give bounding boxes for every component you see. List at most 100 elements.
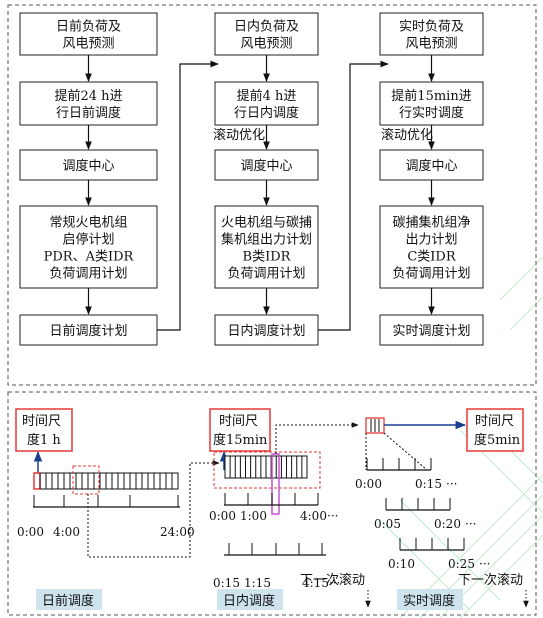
realtime-row3-end: ···: [479, 557, 490, 571]
intraday-row1-tick-b: 1:00: [240, 509, 267, 523]
col3-output-box: [379, 314, 484, 346]
col3-title-box: [379, 12, 484, 56]
realtime-label: 实时调度: [403, 593, 455, 609]
realtime-row2-tick-a: 0:05: [374, 517, 401, 531]
col2-title-text: 风电预测: [240, 37, 292, 52]
realtime-timeline: 时间尺 度5min 0:00 0:15 ··· 0:05 0:20 ··· 0:…: [355, 408, 529, 610]
col1-advance-text: 提前24 h进: [54, 88, 122, 104]
realtime-next-roll: 下一次滚动: [458, 572, 523, 588]
col1-center-text: 调度中心: [62, 158, 114, 174]
col2-plan-text: 负荷调用计划: [227, 267, 305, 282]
intraday-label: 日内调度: [223, 593, 275, 609]
col1-title-box: [19, 12, 158, 56]
col3-advance-text: 行实时调度: [399, 105, 464, 121]
col2-plan-text: B类IDR: [243, 250, 292, 265]
intraday-row2-end: ···: [329, 576, 340, 590]
col1-output-box: [19, 314, 158, 346]
col2-advance-box: [214, 81, 319, 126]
col2-title-text: 日内负荷及: [234, 19, 299, 35]
bottom-panel-frame: [7, 391, 537, 616]
day-ahead-tick-24: 24:00: [160, 525, 195, 539]
col3-advance-text: 提前15min进: [391, 88, 471, 104]
day-ahead-scale-line1: 时间尺: [22, 414, 61, 429]
realtime-row3-tick-b: 0:25: [448, 557, 475, 571]
connector-col1-to-col2: [157, 60, 219, 331]
col3-output-text: 实时调度计划: [392, 323, 470, 339]
col2-output-text: 日内调度计划: [227, 323, 305, 339]
realtime-window-zoom-line: [365, 432, 428, 471]
col3-plan-text: C类IDR: [407, 250, 457, 265]
day-ahead-scale-box: [15, 408, 73, 452]
col2-plan-box: [214, 205, 319, 289]
intraday-row2-tick-c: 4:15: [302, 576, 329, 590]
intraday-row2-tick-b: 1:15: [244, 576, 271, 590]
col1-advance-box: [19, 81, 158, 126]
connector-col2-to-col3: [318, 60, 389, 331]
realtime-row1-tick-a: 0:00: [355, 477, 382, 491]
col1-plan-text: 启停计划: [62, 232, 114, 248]
top-panel-frame: [7, 4, 537, 386]
day-ahead-to-intraday-connector: [87, 460, 220, 558]
intraday-highlight-window: [213, 451, 321, 489]
col2-center-box: [214, 149, 319, 181]
col3-title-text: 风电预测: [405, 37, 457, 52]
col3-plan-text: 碳捕集机组净: [392, 215, 470, 231]
col2-advance-text: 行日内调度: [234, 105, 299, 121]
realtime-row2-tick-b: 0:20: [434, 517, 461, 531]
rolling-label-realtime: 滚动优化: [381, 127, 433, 143]
intraday-next-roll: 下一次滚动: [300, 572, 365, 588]
col2-advance-text: 提前4 h进: [237, 88, 297, 104]
col3-plan-text: 负荷调用计划: [392, 267, 470, 282]
col3-center-text: 调度中心: [405, 158, 457, 174]
realtime-scale-box: [466, 408, 524, 452]
intraday-row1-tick-a: 0:00: [209, 509, 236, 523]
intraday-row1-tick-c: 4:00: [300, 509, 327, 523]
intraday-to-realtime-connector: [275, 422, 359, 454]
col1-title-text: 风电预测: [62, 37, 114, 52]
col2-center-text: 调度中心: [240, 158, 292, 174]
day-ahead-scale-line2: 度1 h: [27, 432, 61, 448]
col3-plan-box: [379, 205, 484, 289]
realtime-row2-end: ···: [465, 517, 476, 531]
col3-center-box: [379, 149, 484, 181]
col3-title-text: 实时负荷及: [399, 20, 464, 35]
realtime-scale-line2: 度5min: [474, 432, 521, 448]
col1-output-text: 日前调度计划: [49, 323, 127, 339]
col3-advance-box: [379, 81, 484, 126]
day-ahead-tick-0: 0:00: [17, 525, 44, 539]
col1-plan-text: 常规火电机组: [49, 216, 127, 231]
col2-plan-text: 集机组出力计划: [221, 232, 312, 248]
intraday-scale-box: [209, 408, 271, 452]
intraday-scale-line2: 度15min: [213, 432, 268, 448]
day-ahead-label-bg: [36, 589, 102, 610]
col3-plan-text: 出力计划: [405, 233, 457, 248]
rolling-label-intraday: 滚动优化: [213, 127, 265, 143]
col1-center-box: [19, 149, 158, 181]
intraday-row2-tick-a: 0:15: [213, 576, 240, 590]
realtime-row1-tick-b: 0:15: [415, 477, 442, 491]
day-ahead-tick-4: 4:00: [53, 525, 80, 539]
col1-advance-text: 行日前调度: [56, 105, 121, 121]
realtime-row3-tick-a: 0:10: [388, 557, 415, 571]
intraday-label-bg: [217, 589, 283, 610]
realtime-scale-line1: 时间尺: [475, 414, 514, 429]
col2-plan-text: 火电机组与碳捕: [221, 215, 312, 231]
col2-output-box: [214, 314, 319, 346]
col1-plan-text: 负荷调用计划: [49, 267, 127, 282]
day-ahead-label: 日前调度: [42, 593, 94, 609]
intraday-scale-line1: 时间尺: [219, 414, 258, 429]
day-ahead-timeline: 时间尺 度1 h 0:00 4:00 24:00 日前调度: [15, 408, 220, 610]
col1-plan-text: PDR、A类IDR: [44, 250, 135, 265]
intraday-row1-end: ···: [327, 509, 338, 523]
realtime-row1-end: ···: [446, 477, 457, 491]
realtime-label-bg: [397, 589, 463, 610]
day-ahead-highlight-window: [72, 465, 100, 495]
col1-plan-box: [19, 205, 158, 289]
col1-title-text: 日前负荷及: [56, 19, 121, 35]
intraday-timeline: 时间尺 度15min 0:00 1:00 4:00 ··· 0:15 1:15 …: [209, 408, 371, 610]
